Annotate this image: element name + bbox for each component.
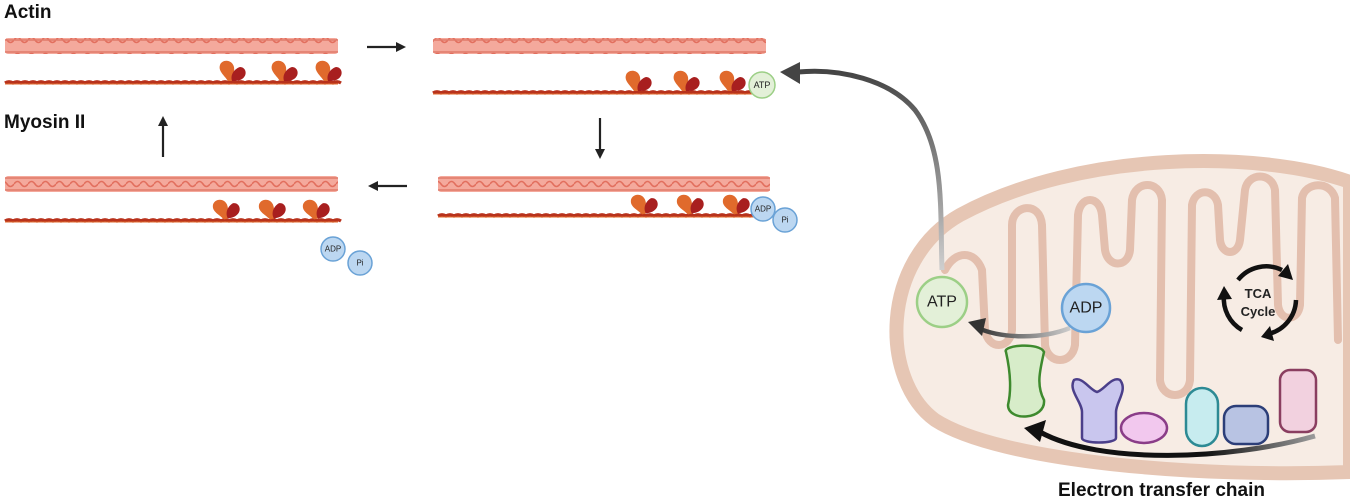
panel4-pi-molecule — [347, 250, 373, 276]
myosin-head-lobe-a — [673, 70, 689, 91]
cycle-arrows — [158, 42, 605, 191]
complex-iv — [1222, 404, 1270, 446]
myosin-head-lobe-a — [212, 199, 229, 220]
tca-arrowhead-3 — [1217, 286, 1232, 300]
myosin-head — [625, 70, 652, 91]
arrow-down-head — [595, 149, 605, 159]
myosin-head-lobe-b — [644, 198, 658, 214]
myosin-head — [673, 70, 700, 91]
actin-filament — [5, 176, 338, 192]
actomyosin-panel-1 — [4, 38, 342, 85]
panel-atp-label: ATP — [754, 80, 771, 90]
myosin-head-lobe-b — [690, 198, 704, 214]
etc-arrowhead — [1024, 420, 1046, 442]
mito-adp-molecule — [1060, 282, 1112, 334]
panel3-adp-molecule — [750, 196, 776, 222]
panel4-adp-molecule — [320, 236, 346, 262]
etc-label: Electron transfer chain — [1058, 480, 1265, 500]
myosin-head — [719, 70, 746, 91]
complex-iii — [1184, 386, 1220, 448]
myosin-head-lobe-b — [283, 67, 298, 81]
actin-label: Actin — [4, 2, 52, 23]
complex-i — [1071, 378, 1124, 444]
mito-adp-label: ADP — [1070, 300, 1103, 317]
actomyosin-panel-3 — [437, 176, 775, 218]
myosin-head-lobe-a — [258, 199, 275, 220]
arrow-right-head — [396, 42, 406, 52]
panel3-pi-molecule — [772, 207, 798, 233]
panel4-pi-label: Pi — [356, 259, 363, 268]
myosin-head — [630, 194, 658, 215]
myosin-head — [302, 199, 330, 220]
actin-filament — [438, 176, 770, 192]
myosin-head-lobe-a — [315, 60, 331, 81]
tca-label-line2: Cycle — [1241, 304, 1276, 319]
atp-transport-arrowhead — [780, 62, 800, 84]
tca-arrowhead-1 — [1278, 264, 1293, 280]
myosin-head-lobe-a — [630, 194, 647, 215]
myosin-head — [676, 194, 704, 215]
tca-arrowhead-2 — [1261, 326, 1274, 341]
atp-transport-arrow — [797, 68, 945, 271]
arrow-left-head — [368, 181, 378, 191]
myosin-head-lobe-a — [271, 60, 287, 81]
actin-filament — [5, 38, 338, 54]
tca-cycle: TCA Cycle — [1217, 264, 1299, 341]
arrow-up-head — [158, 116, 168, 126]
myosin-head-lobe-a — [219, 60, 235, 81]
myosin-head — [219, 60, 246, 81]
mito-atp-label: ATP — [927, 294, 957, 311]
actomyosin-panel-2 — [432, 38, 770, 95]
tca-arc-1 — [1236, 264, 1283, 282]
myosin-rod — [4, 218, 342, 223]
adp-to-atp-arrow — [977, 325, 1071, 339]
myosin-head-lobe-a — [676, 194, 693, 215]
myosin-head-lobe-b — [316, 203, 330, 219]
myosin-head — [258, 199, 286, 220]
etc-complexes — [1004, 344, 1318, 448]
panel4-adp-label: ADP — [325, 245, 341, 254]
myosin-head — [315, 60, 342, 81]
myosin-head-lobe-b — [327, 67, 342, 81]
myosin-head — [271, 60, 298, 81]
myosin-head-lobe-b — [685, 77, 700, 91]
complex-ii — [1119, 411, 1169, 445]
actin-filament — [433, 38, 766, 54]
atp-synthase-complex — [1004, 344, 1046, 418]
panel3-adp-label: ADP — [755, 205, 771, 214]
myosin-head-lobe-a — [719, 70, 735, 91]
etc-flow-arrow — [1038, 429, 1316, 458]
myosin-head-lobe-b — [231, 67, 246, 81]
myosin-rod — [432, 90, 770, 95]
adp-to-atp-arrowhead — [968, 318, 986, 336]
myosin-head-lobe-b — [736, 198, 750, 214]
actomyosin-panel-4 — [4, 176, 342, 223]
actomyosin-panels — [4, 38, 775, 223]
myosin-head-lobe-a — [302, 199, 319, 220]
tca-label-line1: TCA — [1245, 286, 1272, 301]
myosin-head-lobe-b — [272, 203, 286, 219]
myosin-head-lobe-b — [637, 77, 652, 91]
panel-atp-molecule — [748, 71, 776, 99]
myosin-head — [212, 199, 240, 220]
myosin-label: Myosin II — [4, 112, 85, 133]
myosin-head-lobe-b — [731, 77, 746, 91]
mito-atp-molecule — [915, 275, 969, 329]
complex-v — [1278, 368, 1318, 434]
myosin-rod — [437, 213, 775, 218]
myosin-head-lobe-a — [625, 70, 641, 91]
myosin-head-lobe-b — [226, 203, 240, 219]
myosin-rod — [4, 80, 342, 85]
panel3-pi-label: Pi — [781, 216, 788, 225]
myosin-head — [722, 194, 750, 215]
myosin-head-lobe-a — [722, 194, 739, 215]
mito-cristae — [941, 172, 1342, 399]
tca-arc-2 — [1267, 299, 1299, 337]
